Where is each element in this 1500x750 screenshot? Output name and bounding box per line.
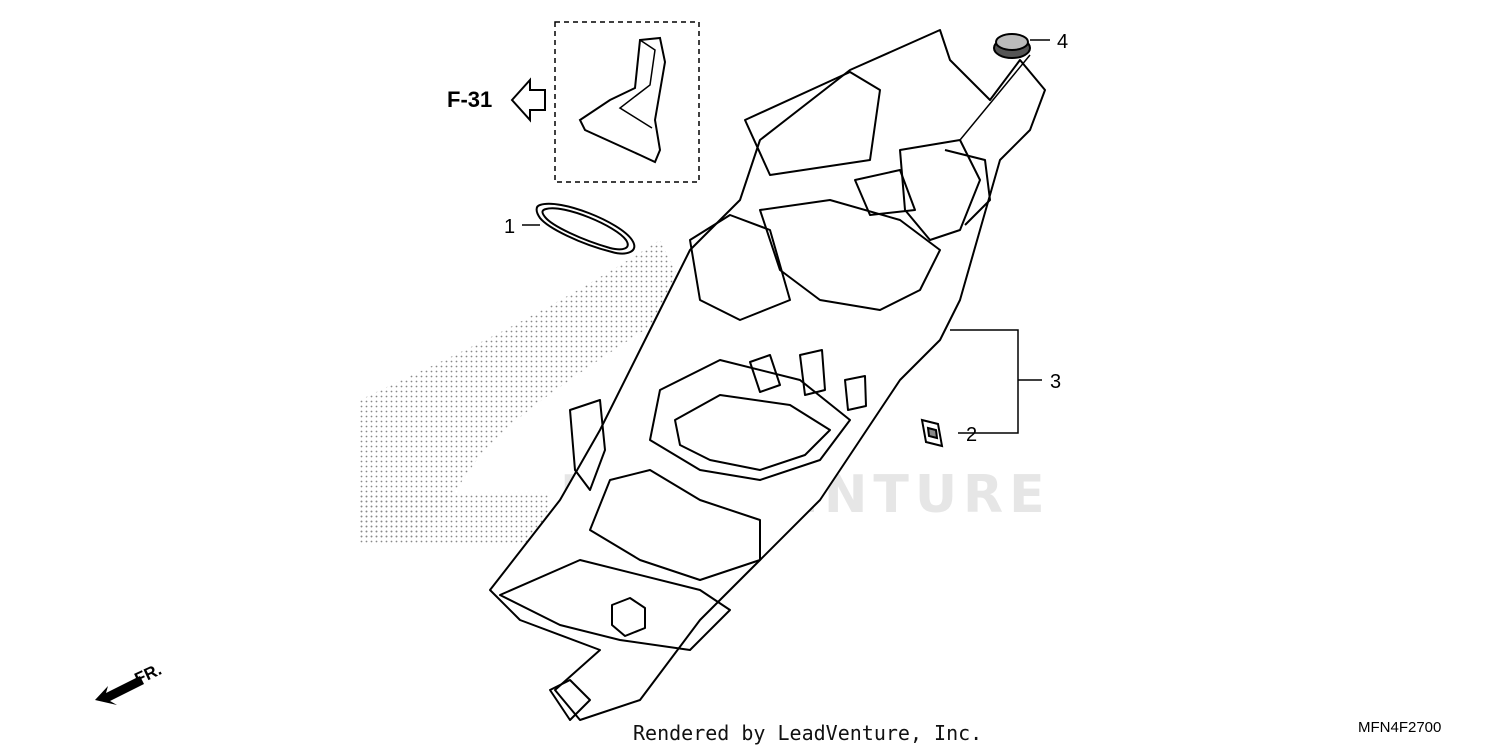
clip-nut-drawing xyxy=(920,418,944,448)
diagram-code: MFN4F2700 xyxy=(1358,719,1441,736)
rear-inner-fender-drawing xyxy=(489,29,1046,721)
leader-lines xyxy=(522,39,1050,434)
callout-1: 1 xyxy=(504,216,515,238)
callout-3: 3 xyxy=(1050,371,1061,393)
rubber-cap-drawing xyxy=(993,33,1031,59)
callout-2: 2 xyxy=(966,424,977,446)
reference-label: F-31 xyxy=(447,87,492,112)
front-direction-arrow: FR. xyxy=(95,660,165,705)
callouts: 1 2 3 4 xyxy=(504,31,1068,446)
detail-box xyxy=(554,21,700,183)
seal-ring-drawing xyxy=(535,202,636,255)
reference-arrow: F-31 xyxy=(447,77,546,123)
footer-credit: Rendered by LeadVenture, Inc. xyxy=(633,721,982,745)
callout-4: 4 xyxy=(1057,31,1068,53)
